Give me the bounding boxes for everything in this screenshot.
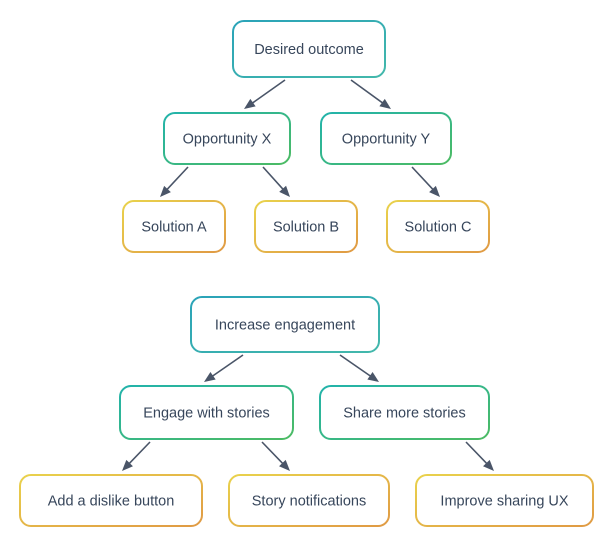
edge-arrow — [204, 354, 244, 382]
edge-line — [165, 166, 189, 191]
node-label: Engage with stories — [143, 405, 270, 421]
node-label: Solution A — [141, 219, 207, 235]
edge-line — [127, 441, 151, 466]
edge-arrow — [350, 79, 391, 109]
edge-arrow — [465, 441, 494, 471]
node-solution[interactable]: Improve sharing UX — [415, 474, 594, 527]
edge-arrowhead — [122, 459, 133, 471]
node-solution[interactable]: Story notifications — [228, 474, 390, 527]
node-solution[interactable]: Solution A — [122, 200, 226, 253]
node-shape[interactable] — [163, 112, 291, 165]
edge-line — [262, 166, 285, 191]
node-shape[interactable] — [228, 474, 390, 527]
node-shape[interactable] — [319, 385, 490, 440]
node-label: Desired outcome — [254, 42, 364, 58]
node-label: Opportunity X — [183, 131, 272, 147]
node-solution[interactable]: Add a dislike button — [19, 474, 203, 527]
edge-line — [261, 441, 285, 466]
node-label: Story notifications — [252, 493, 366, 509]
edge-line — [210, 354, 244, 378]
node-shape[interactable] — [386, 200, 490, 253]
node-shape[interactable] — [122, 200, 226, 253]
edge-arrowhead — [379, 98, 391, 109]
node-label: Opportunity Y — [342, 131, 431, 147]
edge-arrowhead — [279, 185, 290, 197]
node-shape[interactable] — [19, 474, 203, 527]
edge-arrow — [122, 441, 151, 471]
edge-arrowhead — [279, 459, 290, 471]
edge-arrow — [411, 166, 440, 197]
edge-line — [411, 166, 435, 191]
node-label: Add a dislike button — [48, 493, 175, 509]
edge-arrow — [262, 166, 290, 197]
node-label: Solution C — [405, 219, 472, 235]
node-opportunity[interactable]: Engage with stories — [119, 385, 294, 440]
node-shape[interactable] — [320, 112, 452, 165]
node-opportunity[interactable]: Share more stories — [319, 385, 490, 440]
edge-arrowhead — [483, 459, 494, 471]
edge-line — [339, 354, 373, 378]
node-opportunity[interactable]: Opportunity X — [163, 112, 291, 165]
edge-arrowhead — [160, 185, 171, 197]
node-label: Solution B — [273, 219, 339, 235]
edge-arrowhead — [244, 98, 256, 109]
edge-arrow — [160, 166, 189, 197]
node-shape[interactable] — [254, 200, 358, 253]
node-shape[interactable] — [232, 20, 386, 78]
edge-arrowhead — [429, 185, 440, 197]
node-opportunity[interactable]: Opportunity Y — [320, 112, 452, 165]
node-outcome[interactable]: Increase engagement — [190, 296, 380, 353]
node-label: Increase engagement — [215, 317, 355, 333]
edge-arrow — [339, 354, 379, 382]
node-label: Share more stories — [343, 405, 466, 421]
edge-arrow — [261, 441, 290, 471]
node-outcome[interactable]: Desired outcome — [232, 20, 386, 78]
node-shape[interactable] — [415, 474, 594, 527]
edge-line — [350, 79, 385, 105]
node-shape[interactable] — [119, 385, 294, 440]
node-solution[interactable]: Solution C — [386, 200, 490, 253]
edge-line — [250, 79, 286, 105]
edge-arrow — [244, 79, 286, 109]
edge-arrowhead — [367, 371, 379, 382]
node-label: Improve sharing UX — [440, 493, 568, 509]
edge-arrowhead — [204, 371, 216, 382]
node-shape[interactable] — [190, 296, 380, 353]
edge-line — [465, 441, 489, 466]
edges-layer — [122, 79, 494, 471]
node-solution[interactable]: Solution B — [254, 200, 358, 253]
